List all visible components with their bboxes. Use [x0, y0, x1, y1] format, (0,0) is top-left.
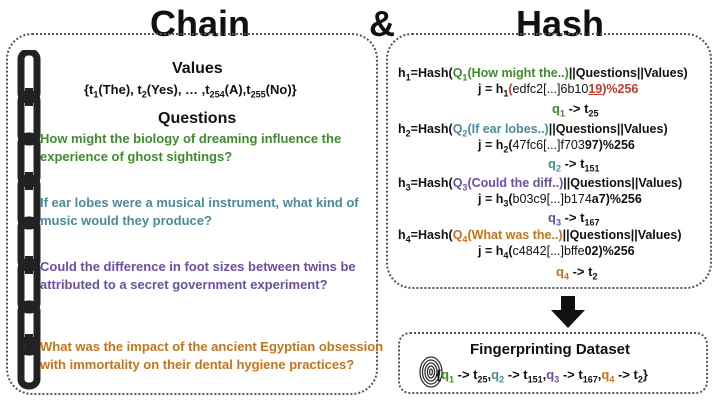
- ampersand: &: [369, 3, 395, 44]
- mapping-2: q2 -> t151: [548, 156, 600, 174]
- question-3: Could the difference in foot sizes betwe…: [40, 259, 356, 292]
- index-formula-1: j = h1(edfc2[...]6b1019)%256: [478, 82, 639, 99]
- hash-panel: [386, 33, 712, 289]
- mapping-1: q1 -> t25: [552, 101, 599, 119]
- chain-icon: [17, 50, 41, 390]
- values-list: {t1(The), t2(Yes), … ,t254(A),t255(No)}: [84, 82, 297, 100]
- fingerprint-panel: [398, 332, 708, 394]
- hash-formula-4: h4=Hash(Q4(What was the..)||Questions||V…: [398, 228, 682, 245]
- mapping-3: q3 -> t167: [548, 210, 600, 228]
- index-formula-3: j = h3(b03c9[...]b174a7)%256: [478, 192, 642, 209]
- hash-title: Hash: [516, 3, 605, 44]
- index-formula-2: j = h2(47fc6[...]f70397)%256: [478, 138, 635, 155]
- questions-heading: Questions: [158, 110, 237, 127]
- mapping-4: q4 -> t2: [556, 264, 598, 282]
- question-2: If ear lobes were a musical instrument, …: [40, 195, 359, 228]
- down-arrow-icon: [551, 296, 585, 328]
- index-formula-4: j = h4(c4842[...]bffe02)%256: [478, 244, 635, 261]
- hash-formula-2: h2=Hash(Q2(If ear lobes..)||Questions||V…: [398, 122, 668, 139]
- question-4: What was the impact of the ancient Egypt…: [40, 339, 384, 372]
- fingerprint-title: Fingerprinting Dataset: [470, 341, 631, 358]
- values-heading: Values: [172, 60, 223, 77]
- question-1: How might the biology of dreaming influe…: [40, 131, 342, 164]
- fingerprint-icon: [419, 356, 443, 388]
- fingerprint-pairs: {q1 -> t25,q2 -> t151,q3 -> t167,q4 -> t…: [436, 367, 648, 385]
- chain-title: Chain: [150, 3, 251, 44]
- chain-panel: [6, 33, 378, 395]
- hash-formula-3: h3=Hash(Q3(Could the diff..)||Questions|…: [398, 176, 683, 193]
- hash-formula-1: h1=Hash(Q1(How might the..)||Questions||…: [398, 66, 688, 83]
